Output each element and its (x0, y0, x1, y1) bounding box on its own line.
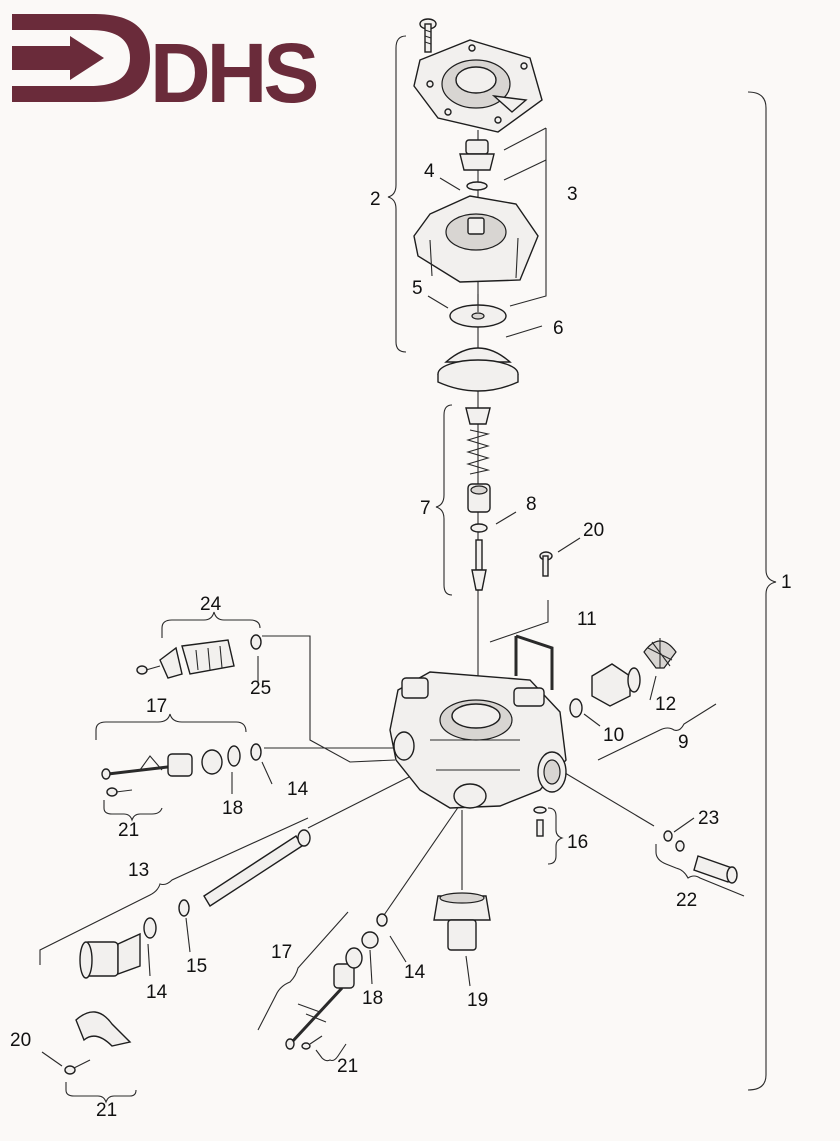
filter-cone-icon (643, 638, 677, 669)
piston-rod-left-icon (101, 743, 262, 797)
logo-text: DHS (150, 26, 316, 120)
callout-21-upper: 21 (118, 820, 139, 841)
brace-assembly-7 (435, 404, 453, 596)
callout-9: 9 (678, 732, 689, 753)
logo-arrow-icon (12, 14, 150, 102)
u-bracket-icon (514, 634, 554, 690)
spring-assembly-icon (465, 407, 491, 591)
callout-14-left: 14 (146, 982, 168, 1003)
screw-top-icon (419, 18, 437, 53)
diaphragm-cap-icon (437, 347, 519, 392)
callout-labels: 1 2 3 4 5 6 7 8 9 10 11 12 13 14 14 14 1… (10, 161, 792, 1121)
drive-shaft-icon (79, 829, 311, 979)
callout-1: 1 (781, 572, 792, 593)
callout-22: 22 (676, 890, 697, 911)
callout-16: 16 (567, 832, 588, 853)
brace-assembly-1 (747, 91, 777, 1091)
callout-14-upper: 14 (287, 779, 309, 800)
callout-4: 4 (424, 161, 435, 182)
outlet-fitting-icon (433, 892, 491, 951)
callout-8: 8 (526, 494, 537, 515)
callout-19: 19 (467, 990, 488, 1011)
brace-assembly-21-bottom (315, 1043, 347, 1062)
washer-screw-icon (533, 806, 547, 837)
callout-11: 11 (577, 609, 597, 630)
brace-assembly-24 (161, 611, 261, 638)
callout-7: 7 (420, 498, 431, 519)
callout-18-lower: 18 (362, 988, 383, 1009)
callout-12: 12 (655, 694, 676, 715)
callout-13: 13 (128, 860, 149, 881)
nut-fitting-icon (569, 663, 641, 718)
injector-assembly-icon (136, 634, 262, 679)
piston-rod-bottom-icon (285, 913, 388, 1050)
brace-assembly-13 (39, 817, 309, 965)
retainer-clip-icon (64, 1011, 132, 1075)
callout-17-lower: 17 (271, 942, 292, 963)
brace-assembly-17-bottom (257, 911, 349, 1031)
main-valve-housing-icon (389, 671, 567, 809)
valve-plate-icon (413, 195, 539, 283)
callout-20-right: 20 (583, 520, 604, 541)
callout-14-bottom: 14 (404, 962, 426, 983)
callout-21-middle: 21 (337, 1056, 358, 1077)
brace-assembly-16 (547, 807, 564, 865)
callout-25: 25 (250, 678, 271, 699)
dhs-logo: DHS (12, 14, 320, 120)
top-cover-plate-icon (413, 39, 543, 133)
brace-assembly-9 (597, 703, 717, 761)
brace-assembly-17-left (95, 713, 247, 740)
leader-lines (262, 127, 655, 919)
callout-10: 10 (603, 725, 624, 746)
bypass-plug-icon (663, 830, 738, 884)
valve-stem-icon (459, 139, 495, 191)
callout-18-upper: 18 (222, 798, 243, 819)
callout-23: 23 (698, 808, 719, 829)
brace-assembly-21-lower (65, 1082, 137, 1104)
callout-3: 3 (567, 184, 578, 205)
callout-17-upper: 17 (146, 696, 167, 717)
callout-5: 5 (412, 278, 423, 299)
callout-6: 6 (553, 318, 564, 339)
brace-assembly-22 (655, 844, 745, 897)
screw-right-icon (539, 551, 553, 577)
callout-2: 2 (370, 189, 381, 210)
callout-arrows (41, 177, 695, 1067)
brace-assembly-21-left (103, 800, 163, 822)
callout-24: 24 (200, 594, 222, 615)
callout-20-lower: 20 (10, 1030, 31, 1051)
callout-15: 15 (186, 956, 207, 977)
callout-21-lower: 21 (96, 1100, 117, 1121)
brace-assembly-2 (387, 35, 407, 353)
diaphragm-disc-icon (449, 294, 507, 328)
